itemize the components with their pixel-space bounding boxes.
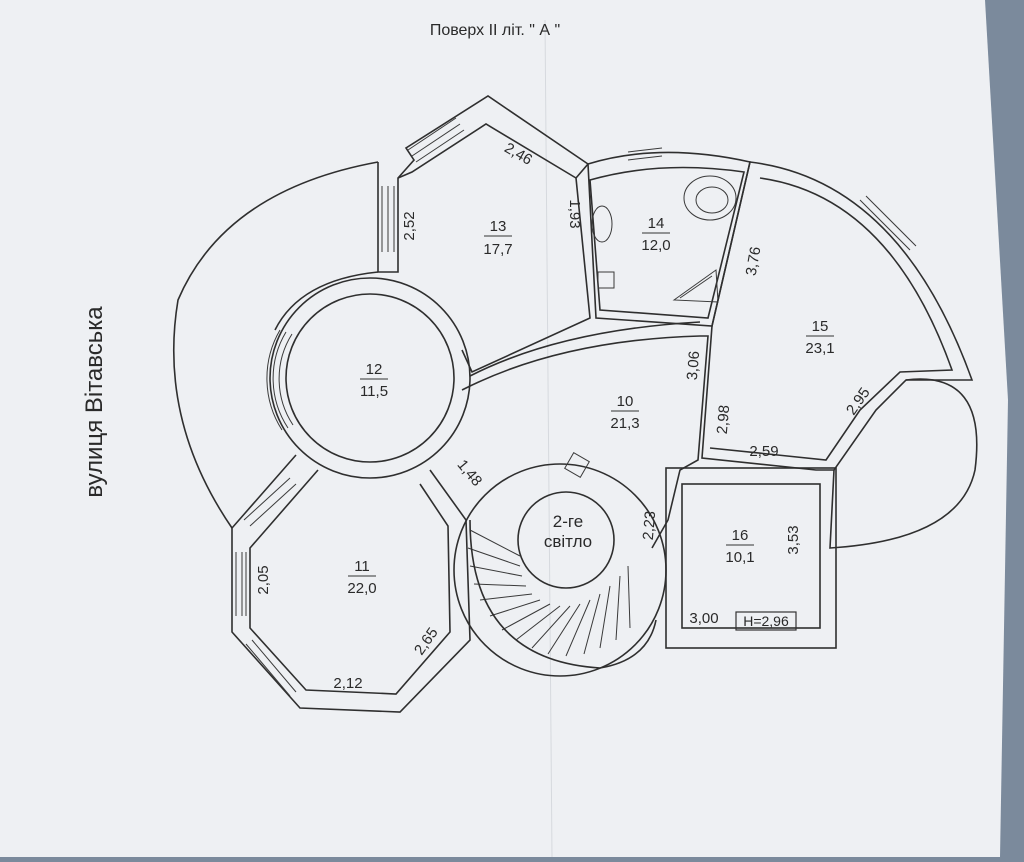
void-marker — [564, 452, 590, 478]
stair-rail — [469, 519, 657, 669]
dimension-label: 2,23 — [640, 510, 659, 541]
room-12-outer — [269, 277, 471, 479]
bathtub-inner — [695, 186, 729, 214]
room-14-inner — [589, 166, 745, 319]
room-area: 17,7 — [483, 241, 512, 258]
room-11-inner — [249, 469, 451, 695]
room-number: 13 — [490, 218, 507, 235]
room-number: 14 — [648, 215, 665, 232]
room-13-wall — [377, 95, 591, 374]
dimension-label: 2,98 — [714, 404, 733, 435]
room-15-label: 15 23,1 — [805, 318, 834, 357]
room-area: 10,1 — [725, 549, 754, 566]
walls — [173, 95, 978, 713]
dimension-label: 3,06 — [684, 350, 703, 381]
room-15-wall — [701, 161, 974, 471]
room-10-inner — [469, 321, 701, 377]
corridor-12-11 — [231, 454, 471, 713]
shower-icon — [672, 269, 719, 303]
window-11-top — [243, 477, 297, 527]
room-14-label: 14 12,0 — [641, 215, 670, 254]
room-area: 12,0 — [641, 237, 670, 254]
room-number: 10 — [617, 393, 634, 410]
height-badge-box — [735, 611, 797, 631]
inner-wall-left-arc — [274, 271, 379, 331]
dimension-label: 2,05 — [255, 565, 272, 594]
window-14 — [627, 147, 663, 161]
window-11-bottom — [245, 639, 297, 697]
room-13-inner — [397, 123, 577, 179]
stair-outer — [453, 463, 667, 677]
void-line-2: світло — [544, 532, 592, 551]
window-13-left — [381, 186, 395, 252]
room-area: 22,0 — [347, 580, 376, 597]
room-number: 16 — [732, 527, 749, 544]
dimension-label: 3,53 — [785, 525, 802, 554]
window-13-top — [407, 117, 465, 163]
room-16-label: 16 10,1 — [725, 527, 754, 566]
dimension-label: 3,00 — [689, 610, 718, 627]
room-area: 11,5 — [360, 383, 388, 400]
dimension-label: 2,12 — [333, 675, 362, 692]
paper-background — [0, 0, 1008, 857]
dimension-label: 2,59 — [749, 443, 778, 460]
bathtub-icon — [683, 175, 737, 221]
stair-treads — [467, 529, 631, 657]
sink-icon — [591, 205, 613, 243]
room-labels: 13 17,7 14 12,0 15 23,1 12 11,5 10 21,3 … — [347, 215, 834, 597]
void-label: 2-ге світло — [544, 512, 592, 551]
room-area: 23,1 — [805, 340, 834, 357]
window-11-left — [235, 552, 247, 616]
page-title: Поверх II літ. " А " — [430, 22, 560, 39]
void-line-1: 2-ге — [553, 512, 583, 531]
window-15 — [859, 195, 917, 251]
room-10-wall — [461, 335, 709, 549]
right-lobe-wall — [829, 378, 978, 549]
room-13-label: 13 17,7 — [483, 218, 512, 258]
room-number: 12 — [366, 361, 383, 378]
dimension-label: 3,76 — [743, 245, 765, 277]
window-12-arc — [266, 329, 294, 431]
dimension-label: 1,93 — [566, 199, 583, 228]
stair-inner — [517, 491, 615, 589]
height-badge: H=2,96 — [743, 613, 789, 629]
toilet-icon — [597, 271, 615, 289]
room-number: 15 — [812, 318, 829, 335]
room-12-inner — [285, 293, 455, 463]
street-label: вулиця Вітавська — [81, 306, 108, 498]
room-10-label: 10 21,3 — [610, 393, 639, 432]
outer-wall-left-arc — [173, 161, 379, 529]
room-16-inner — [681, 483, 821, 629]
room-number: 11 — [354, 558, 370, 575]
room-area: 21,3 — [610, 415, 639, 432]
room-15-inner — [709, 177, 954, 461]
room-11-label: 11 22,0 — [347, 558, 376, 597]
room-12-label: 12 11,5 — [360, 361, 388, 400]
dimension-label: 2,52 — [401, 211, 418, 240]
